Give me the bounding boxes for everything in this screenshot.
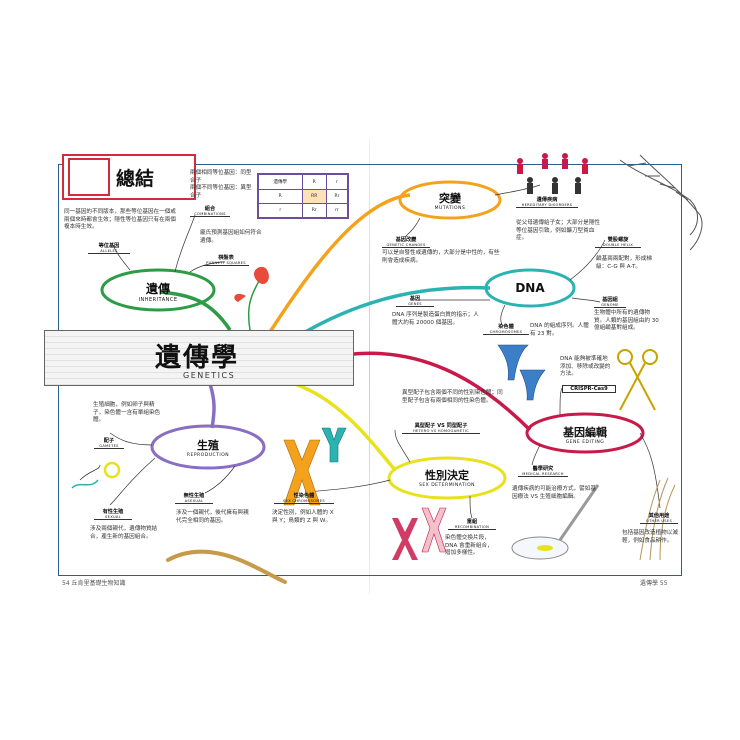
double-helix-description: 鹼基兩兩配對，形成梯級：C-G 與 A-T。 bbox=[596, 256, 652, 270]
sexual-description: 涉及兩個親代，遺傳物質結合，產生新的基因組合。 bbox=[90, 526, 158, 540]
sex-determination-title: 性別決定 bbox=[425, 469, 469, 482]
sex-determination-node: 性別決定 SEX DETERMINATION bbox=[400, 467, 494, 488]
editing-description: DNA 能夠被準確地添加、移除或改變的方法。 bbox=[560, 356, 611, 378]
gametes-description: 生殖細胞，例如卵子與精子，染色體一含有單組染色體。 bbox=[93, 402, 161, 424]
punnett-cell: r bbox=[325, 173, 349, 191]
checkmark-icon bbox=[68, 158, 110, 196]
gene-editing-title: 基因編輯 bbox=[563, 426, 607, 439]
recombination-description: 染色體交換片段，DNA 會重新組合，增加多樣性。 bbox=[445, 535, 493, 557]
reproduction-subtitle: REPRODUCTION bbox=[186, 453, 230, 458]
footer-right: 遺傳學 55 bbox=[640, 580, 668, 587]
sex-determination-subtitle: SEX DETERMINATION bbox=[418, 483, 476, 488]
punnett-cell: rr bbox=[325, 203, 349, 218]
genetics-subtitle: GENETICS bbox=[183, 371, 236, 380]
mutations-node: 突變 MUTATIONS bbox=[410, 190, 490, 211]
chromosomes-description: DNA 的組成序列。人體有 23 對。 bbox=[530, 323, 589, 337]
mutations-subtitle: MUTATIONS bbox=[434, 206, 466, 211]
genetics-banner: 遺傳學 GENETICS bbox=[44, 330, 354, 386]
punnett-cell: R bbox=[258, 189, 303, 205]
inheritance-node: 遺傳 INHERITANCE bbox=[118, 280, 198, 303]
punnett-cell: Rr bbox=[301, 203, 327, 218]
hereditary-description: 從父母遺傳給子女；大部分是隱性等位基因引致，例如鐮刀型貧血症。 bbox=[516, 220, 600, 242]
punnett-cell: R bbox=[301, 173, 327, 191]
punnett-cell: Rr bbox=[325, 189, 349, 205]
punnett-cell: RR bbox=[301, 189, 327, 205]
genes-description: DNA 序列是製造蛋白質的指示；人體大約有 20000 個基因。 bbox=[392, 312, 479, 326]
punnett-description: 龐氏預測基因組如何符合遺傳。 bbox=[200, 230, 262, 244]
mutations-description: 可以是自發性或遺傳的，大部分是中性的，有些則會造成疾病。 bbox=[382, 250, 500, 264]
crispr-tag: CRISPR-Cas9 bbox=[562, 385, 616, 393]
sex-chromosomes-description: 決定性別，例如人體的 X 與 Y；鳥類的 Z 與 W。 bbox=[272, 510, 334, 524]
medical-description: 遺傳疾病的可能治療方式，譬如基因療法 VS 生殖細胞編輯。 bbox=[512, 486, 596, 500]
genetics-title: 遺傳學 bbox=[155, 343, 240, 373]
reproduction-title: 生殖 bbox=[197, 439, 219, 452]
mutations-title: 突變 bbox=[439, 192, 461, 205]
footer-left: 54 丘肯里基礎生物知識 bbox=[62, 580, 126, 587]
alleles-description: 同一基因的不同版本，那些等位基因在一個或兩個來時都會生效；隱性等位基因只有在兩個… bbox=[64, 209, 176, 231]
hetero-description: 異型配子包含兩個不同的性別染色體；同型配子包含有兩個相同的性染色體。 bbox=[402, 390, 503, 404]
gene-editing-subtitle: GENE EDITING bbox=[565, 440, 605, 445]
page-gutter bbox=[369, 139, 370, 594]
asexual-description: 涉及一個親代，後代擁有與親代完全相同的基因。 bbox=[176, 510, 249, 524]
summary-box: 總結 bbox=[62, 154, 196, 200]
punnett-cell: r bbox=[258, 203, 303, 218]
genotype-text: 兩個相同等位基因：同型合子 兩個不同等位基因：異型合子 bbox=[190, 170, 252, 199]
other-uses-description: 包括基因改造植物以減輕，例如食品耕作。 bbox=[622, 530, 678, 544]
reproduction-node: 生殖 REPRODUCTION bbox=[168, 437, 248, 458]
dna-title: DNA bbox=[515, 281, 545, 295]
inheritance-subtitle: INHERITANCE bbox=[138, 297, 178, 303]
genome-description: 生物體中所有的遺傳物質。人類的基因組由約 30 億組鹼基對組成。 bbox=[594, 310, 659, 332]
punnett-cell: 遺傳學 bbox=[258, 173, 303, 191]
summary-title: 總結 bbox=[116, 168, 155, 190]
inheritance-title: 遺傳 bbox=[145, 282, 170, 296]
gene-editing-node: 基因編輯 GENE EDITING bbox=[538, 424, 632, 445]
